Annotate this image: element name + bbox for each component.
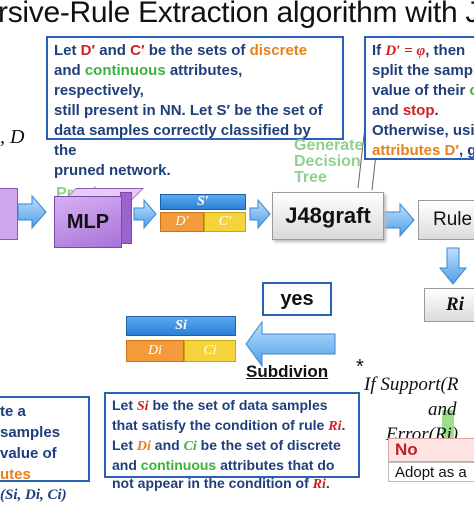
- si-bar: Si: [126, 316, 236, 336]
- ci-bar: Ci: [184, 340, 236, 362]
- input-cube: [0, 188, 18, 240]
- asterisk: *: [356, 356, 364, 378]
- note-top: Let D′ and C′ be the sets of discrete an…: [46, 36, 344, 179]
- input-label: , D: [0, 126, 25, 148]
- yes-box: yes: [262, 282, 332, 316]
- note-right: If D′ = φ, then split the sample value o…: [364, 36, 474, 160]
- note-bottom: Let Si be the set of data samples that s…: [104, 392, 360, 492]
- subdivision-label: Subdivion: [246, 362, 329, 381]
- no-box: No: [388, 438, 474, 462]
- rule-ri-box: Ri: [424, 288, 474, 322]
- support-condition: If Support(R and Error(Ri): [364, 374, 459, 445]
- arrow-to-sprime: [133, 198, 157, 230]
- cprime-bar: C′: [204, 212, 246, 232]
- mlp-label: MLP: [54, 196, 122, 248]
- di-bar: Di: [126, 340, 184, 362]
- arrow-to-j48: [249, 198, 271, 230]
- arrow-to-rules: [383, 202, 415, 238]
- note-left: te a samples value of utes (Si, Di, Ci): [0, 396, 90, 503]
- arrow-to-mlp: [17, 194, 47, 230]
- diagram-title: rsive-Rule Extraction algorithm with J4: [0, 0, 474, 29]
- adopt-box: Adopt as a: [388, 462, 474, 482]
- arrow-to-ri: [438, 247, 468, 285]
- sprime-bar: S′: [160, 194, 246, 210]
- generate-tree-label: Generate Decision Tree: [294, 137, 364, 186]
- mlp-block: MLP: [54, 188, 144, 250]
- rule-set-box: Rule s: [418, 200, 474, 240]
- j48graft-box: J48graft: [272, 192, 384, 240]
- connector-layer: [17, 99, 474, 464]
- dprime-bar: D′: [160, 212, 204, 232]
- arrow-to-si: [245, 320, 336, 368]
